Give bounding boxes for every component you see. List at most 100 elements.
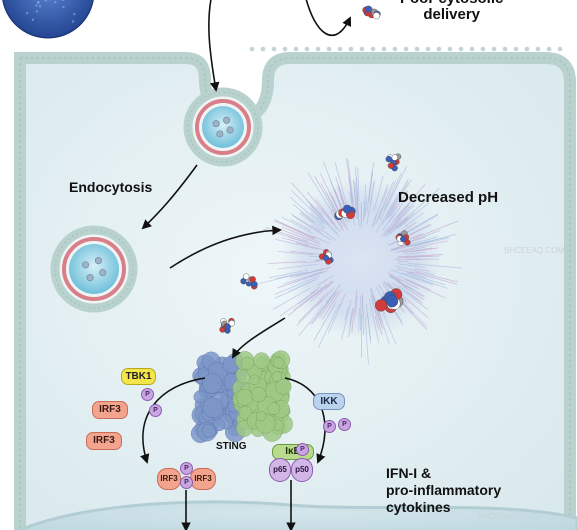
sting-green-domain	[272, 356, 285, 369]
arrow-entry	[208, 0, 220, 92]
cloud-filament	[309, 271, 326, 278]
cloud-filament	[413, 237, 450, 247]
agonist-atom	[372, 12, 381, 20]
phospho-tbk1-b: P	[149, 404, 162, 417]
cloud-filament	[334, 161, 348, 209]
nanoparticle-texture-dot	[71, 20, 75, 23]
cloud-filament	[372, 213, 377, 226]
surface-dot	[392, 46, 398, 52]
sting-protein-structure	[190, 350, 293, 443]
surface-dot	[546, 46, 552, 52]
cargo-molecule	[216, 130, 224, 138]
watermark-bottom: SHCEEAQ.COM	[477, 512, 538, 521]
cloud-filament	[383, 172, 402, 210]
cloud-filament	[274, 275, 320, 295]
cloud-filament	[295, 242, 329, 252]
surface-dot	[414, 46, 420, 52]
cloud-filament	[296, 299, 322, 326]
arrow-endocytosis	[141, 164, 198, 230]
sting-green-domain	[249, 374, 260, 386]
cloud-filament	[344, 307, 349, 321]
cloud-filament	[311, 224, 321, 232]
cloud-filament	[394, 246, 426, 254]
cloud-filament	[373, 175, 384, 212]
surface-dot	[260, 46, 266, 52]
cloud-filament	[390, 244, 406, 251]
cargo-molecule	[86, 274, 94, 282]
cloud-filament	[386, 178, 409, 216]
cloud-filament	[397, 263, 426, 268]
cloud-filament	[316, 287, 335, 307]
cloud-filament	[398, 275, 425, 288]
cloud-filament	[361, 293, 364, 319]
surface-dot	[249, 46, 255, 52]
endosome-ring	[195, 99, 251, 155]
surface-dot	[381, 46, 387, 52]
agonist-atom	[385, 155, 392, 163]
tbk1-badge: TBK1	[121, 368, 156, 385]
surface-dot	[436, 46, 442, 52]
cloud-filament	[414, 271, 459, 283]
cloud-filament	[289, 250, 320, 255]
cloud-filament	[387, 204, 415, 233]
agonist-atom	[240, 278, 247, 285]
surface-dot	[348, 46, 354, 52]
cloud-filament	[277, 263, 319, 270]
cloud-filament	[396, 204, 410, 219]
nanoparticle-texture-dot	[31, 18, 35, 21]
cloud-filament	[281, 216, 314, 234]
cloud-filament	[288, 288, 324, 316]
cloud-filament	[396, 268, 414, 274]
cloud-filament	[309, 206, 340, 238]
cloud-filament	[364, 196, 368, 217]
agonist-atom	[391, 154, 398, 161]
cloud-filament	[354, 295, 358, 314]
endosome-lipid-texture	[187, 91, 259, 163]
agonist-atom	[224, 323, 231, 330]
ifn-cytokines-label: IFN-I & pro-inflammatory cytokines	[386, 465, 502, 515]
surface-dot	[524, 46, 530, 52]
cloud-filament	[300, 212, 316, 224]
agonist-atom	[228, 320, 235, 327]
cloud-filament	[369, 288, 376, 305]
cloud-filament	[297, 289, 319, 305]
agonist-molecules	[219, 5, 411, 400]
endocytosis-label: Endocytosis	[69, 179, 153, 195]
cloud-filament	[358, 307, 360, 332]
nanoparticle-texture-dot	[25, 11, 29, 15]
endosome-lipid-texture	[54, 229, 134, 309]
agonist-atom	[364, 5, 372, 13]
sting-blue-domain	[202, 373, 223, 394]
cloud-filament	[310, 212, 324, 225]
sting-green-domain	[250, 386, 267, 403]
nanoparticle-texture-dot	[73, 12, 76, 16]
nanoparticle-texture-dot	[53, 1, 57, 4]
cloud-filament	[365, 303, 372, 344]
surface-dot	[480, 46, 486, 52]
cloud-filament	[381, 182, 409, 226]
agonist-atom	[251, 281, 258, 288]
agonist-atom	[243, 273, 250, 280]
surface-dot	[535, 46, 541, 52]
cloud-filament	[291, 190, 325, 223]
cloud-filament	[341, 299, 352, 340]
nanoparticle-texture-dot	[37, 1, 40, 5]
cloud-filament	[391, 217, 407, 232]
surface-dot	[326, 46, 332, 52]
surface-dot	[447, 46, 453, 52]
surface-dot	[513, 46, 519, 52]
cloud-filament	[355, 166, 359, 205]
cloud-filament	[375, 306, 383, 326]
endosome-internalized	[50, 225, 138, 313]
surface-dot	[502, 46, 508, 52]
cloud-filament	[400, 299, 428, 328]
cloud-filament	[381, 188, 389, 204]
cloud-filament	[348, 308, 354, 337]
sting-green-domain	[253, 352, 270, 370]
endosome-ring	[62, 237, 126, 301]
cloud-filament	[315, 199, 336, 226]
cloud-filament	[281, 237, 309, 246]
cloud-filament	[416, 234, 456, 246]
agonist-atom	[374, 299, 388, 312]
cloud-filament	[397, 260, 409, 263]
